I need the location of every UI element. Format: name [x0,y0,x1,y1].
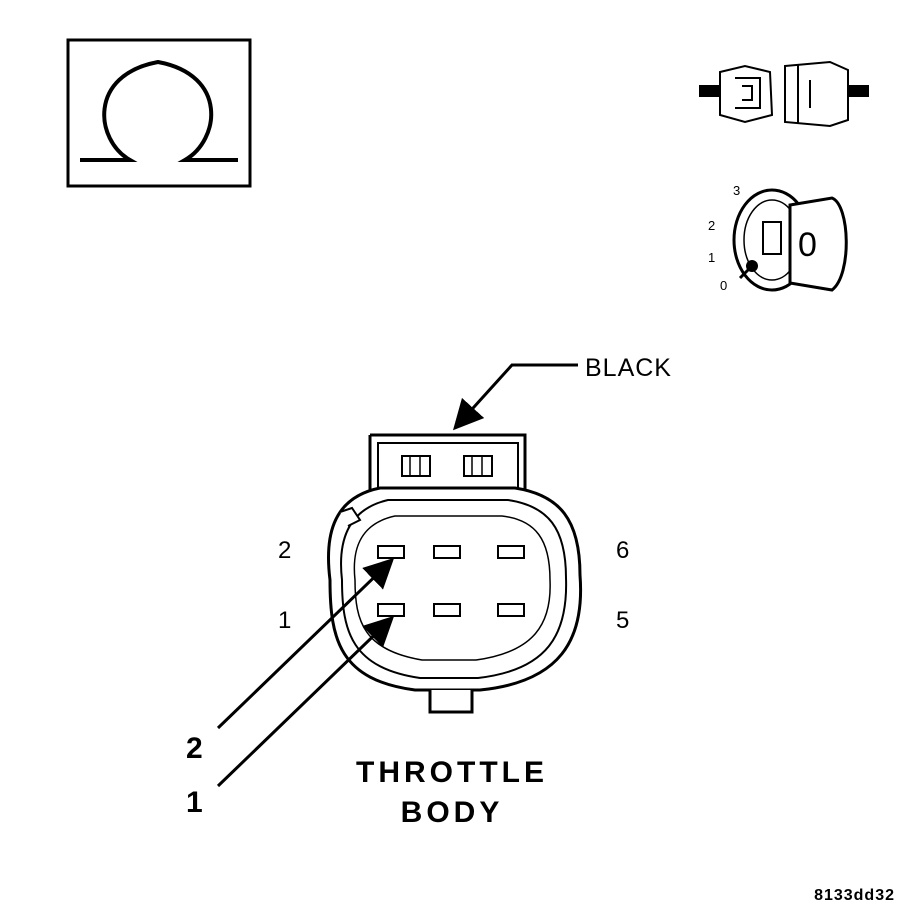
pin-cavity-2 [377,545,405,559]
ignition-position-1: 1 [708,250,715,265]
figure-reference: 8133dd32 [814,887,895,904]
ignition-position-3: 3 [733,183,740,198]
pin-cavity-3 [433,603,461,617]
connector-title-line2: BODY [401,796,504,829]
callout-label-2: 2 [186,732,203,765]
pin-cavity-1 [377,603,405,617]
connector-color-label: BLACK [585,354,672,382]
connector-title-line1: THROTTLE [356,756,548,789]
ignition-key-label: 0 [798,226,817,264]
pin-cavity-5 [497,603,525,617]
pin-label-bottom-right: 5 [616,607,629,634]
pin-cavity-4 [433,545,461,559]
ignition-position-0: 0 [720,278,727,293]
pin-label-bottom-left: 1 [278,607,291,634]
color-leader-line [452,363,578,431]
pin-label-top-right: 6 [616,537,629,564]
callout-arrow-2 [216,557,395,730]
ignition-key-off-icon [732,188,848,292]
callout-label-1: 1 [186,786,203,819]
callout-arrow-1 [216,615,395,788]
pin-label-top-left: 2 [278,537,291,564]
pin-cavity-6 [497,545,525,559]
connector-body [326,433,583,714]
connector-disconnect-icon [699,60,869,128]
ohm-symbol-icon [66,38,252,188]
ignition-position-2: 2 [708,218,715,233]
